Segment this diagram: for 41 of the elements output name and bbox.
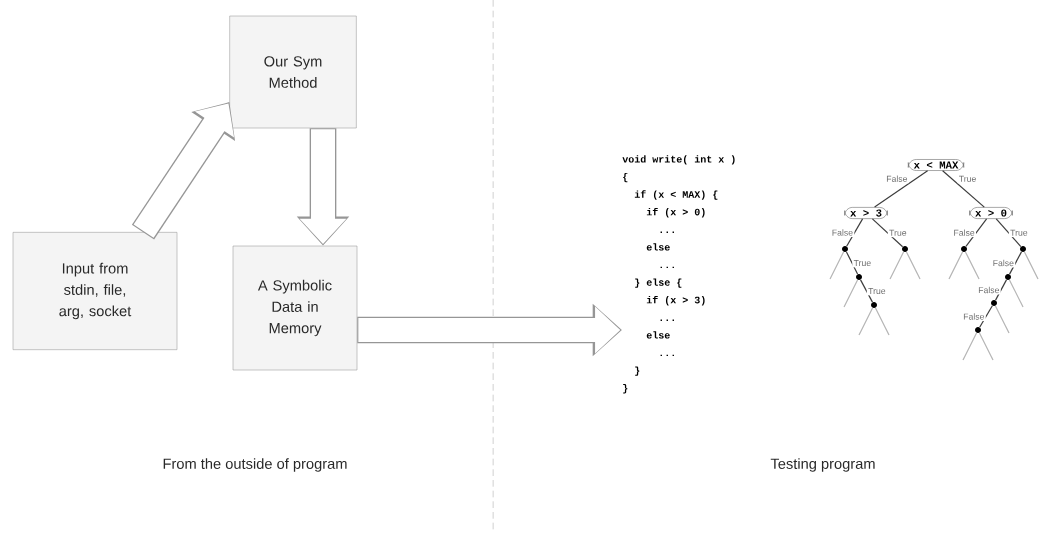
code-listing: void write( int x ) { if (x < MAX) { if (x > 0) ... else ... } else { if (x > 3) ... else ... } } xyxy=(622,155,735,394)
tree-edge xyxy=(871,218,904,248)
tree-branch xyxy=(962,332,978,361)
tree-edge xyxy=(859,279,874,303)
tree-edge xyxy=(979,305,993,328)
tree-edge xyxy=(995,218,1022,248)
tree-branch xyxy=(964,251,980,280)
tree-branch xyxy=(889,251,905,280)
process-box: Our Sym Method xyxy=(229,15,357,129)
edge-label: False xyxy=(991,258,1016,268)
tree-edge xyxy=(942,170,985,208)
edge-label: False xyxy=(952,228,976,238)
edge-label: True xyxy=(957,174,978,184)
process-box: Input from stdin, file, arg, socket xyxy=(12,232,178,350)
caption-text: Testing program xyxy=(770,458,875,472)
edge-label: True xyxy=(887,228,908,238)
edge-label: False xyxy=(884,174,909,184)
edge-label: True xyxy=(866,286,887,296)
tree-edge xyxy=(874,170,929,208)
tree-branch xyxy=(1023,251,1039,280)
caption-text: From the outside of program xyxy=(163,458,347,472)
edge-label: True xyxy=(852,258,873,268)
tree-edge xyxy=(994,279,1008,301)
edge-label: False xyxy=(830,228,855,238)
tree-edge xyxy=(845,251,859,275)
tree-branch xyxy=(874,307,890,336)
tree-edge xyxy=(846,218,864,247)
tree-branch xyxy=(1008,279,1024,308)
edge-label: False xyxy=(961,312,986,321)
tree-edge xyxy=(1008,251,1023,275)
tree-branch xyxy=(858,307,874,336)
tree-branch xyxy=(905,251,921,280)
process-box: A Symbolic Data in Memory xyxy=(232,245,358,371)
edge-label: False xyxy=(976,285,1001,295)
edge-label: True xyxy=(1008,228,1029,238)
tree-branch xyxy=(994,305,1010,334)
tree-branch xyxy=(948,251,964,280)
tree-branch xyxy=(978,332,994,361)
tree-branch xyxy=(843,279,859,308)
tree-branch xyxy=(829,251,845,280)
tree-edge xyxy=(965,218,988,247)
